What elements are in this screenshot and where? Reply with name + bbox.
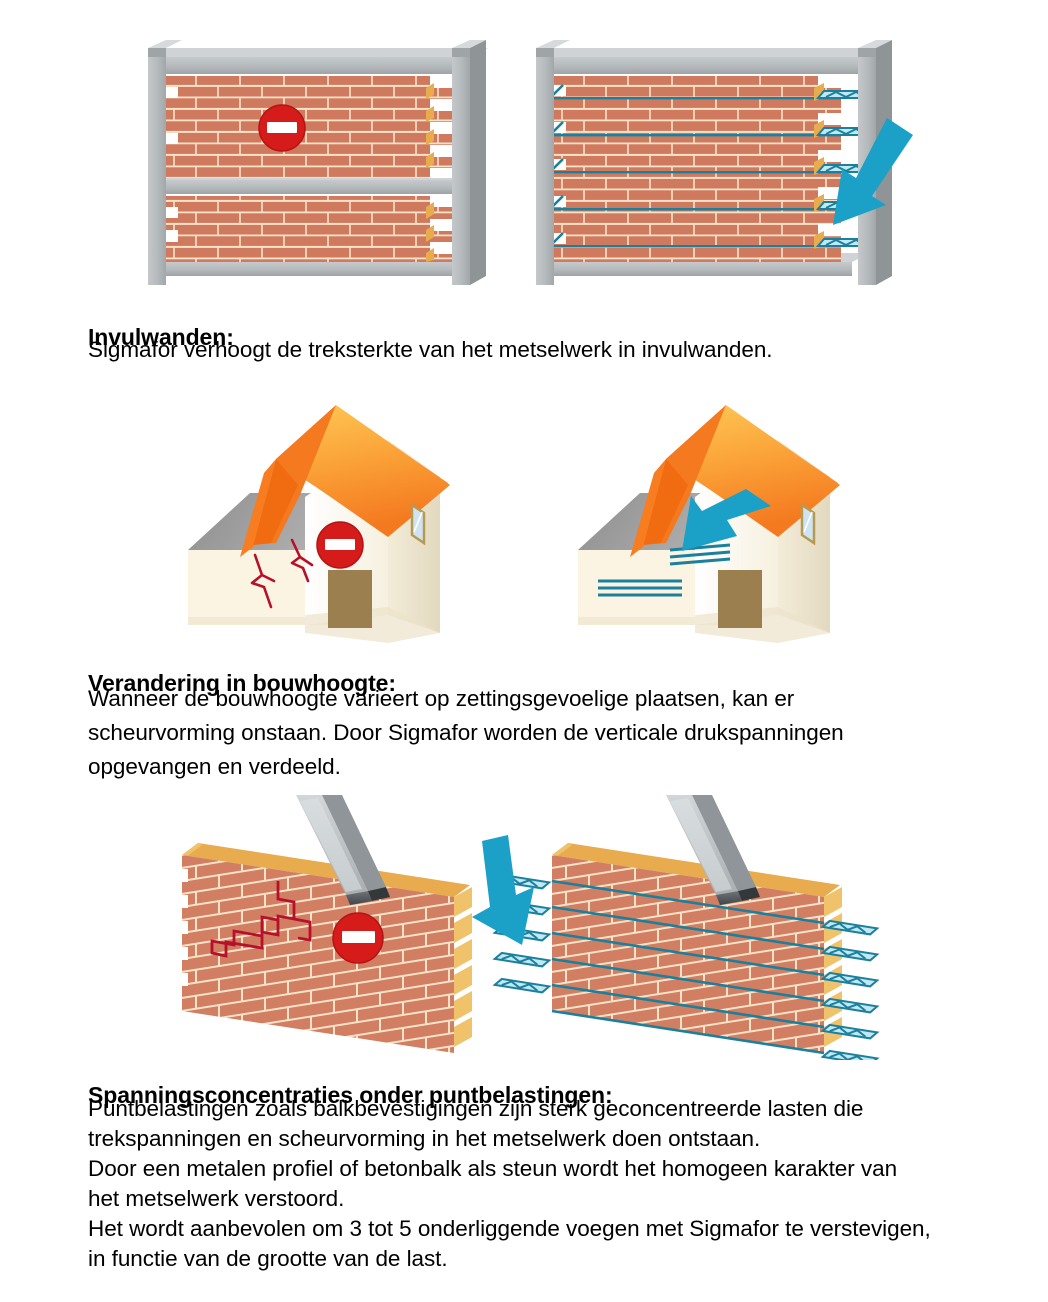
- wall-right-end: [824, 887, 842, 1047]
- figure-point-loads: [150, 795, 910, 1060]
- wall-top-course: [182, 843, 470, 897]
- wall-with-beam-cracked: [178, 795, 472, 1053]
- arrow-pointing-down-left: [833, 118, 913, 225]
- arrow-pointing-down-right: [472, 835, 534, 945]
- steel-i-beam: [666, 795, 760, 905]
- section-heading-spanningsconcentraties: Spanningsconcentraties onder puntbelasti…: [88, 1082, 613, 1109]
- infill-wall-reinforced: [536, 40, 892, 285]
- no-entry-sign: [332, 912, 384, 964]
- wall-face: [182, 855, 454, 1053]
- window: [410, 502, 426, 546]
- door: [718, 570, 762, 628]
- reinforcement-lines-upper: [669, 543, 731, 566]
- arrow-pointing-down-left: [682, 489, 771, 551]
- wall-top-course: [552, 843, 840, 897]
- section-heading-invulwanden: Invulwanden:: [88, 324, 234, 351]
- no-entry-sign: [258, 104, 306, 152]
- section-heading-bouwhoogte: Verandering in bouwhoogte:: [88, 670, 396, 697]
- section-body-spanning-line-6: in functie van de grootte van de last.: [88, 1246, 448, 1271]
- reinforcement-bed-joints: [553, 97, 841, 248]
- reinforcement-lines-lower: [598, 579, 682, 597]
- annex-wall: [188, 550, 330, 625]
- reinforcement-strips-right: [820, 919, 880, 1060]
- section-body-invulwanden-line-1: Sigmafor verhoogt de treksterkte van het…: [88, 337, 773, 362]
- infill-wall-unreinforced: [148, 40, 488, 285]
- section-body-bouwhoogte-line-2: scheurvorming onstaan. Door Sigmafor wor…: [88, 720, 844, 745]
- section-body-spanning-line-4: het metselwerk verstoord.: [88, 1186, 345, 1211]
- figure-building-height-change: [140, 385, 900, 645]
- wall-crack: [210, 881, 312, 958]
- wall-cracks: [250, 538, 314, 609]
- section-body-bouwhoogte-line-3: opgevangen en verdeeld.: [88, 754, 341, 779]
- house-with-cracks: [188, 405, 450, 643]
- section-body-spanning-line-1: Puntbelastingen zoals balkbevestigingen …: [88, 1096, 864, 1121]
- house-reinforced: [578, 405, 840, 643]
- wall-right-end: [454, 887, 472, 1047]
- steel-i-beam: [296, 795, 390, 905]
- section-body-spanning-line-5: Het wordt aanbevolen om 3 tot 5 onderlig…: [88, 1216, 931, 1241]
- window: [800, 502, 816, 546]
- wall-with-beam-reinforced: [492, 795, 880, 1060]
- door: [328, 570, 372, 628]
- section-body-bouwhoogte-line-1: Wanneer de bouwhoogte varieert op zettin…: [88, 686, 795, 711]
- section-body-spanning-line-3: Door een metalen profiel of betonbalk al…: [88, 1156, 898, 1181]
- reinforcement-tails-left: [550, 84, 566, 246]
- reinforcement-bed-joints: [551, 879, 825, 1055]
- no-entry-sign: [316, 521, 364, 569]
- section-body-spanning-line-2: trekspanningen en scheurvorming in het m…: [88, 1126, 761, 1151]
- figure-infill-walls: [130, 40, 920, 295]
